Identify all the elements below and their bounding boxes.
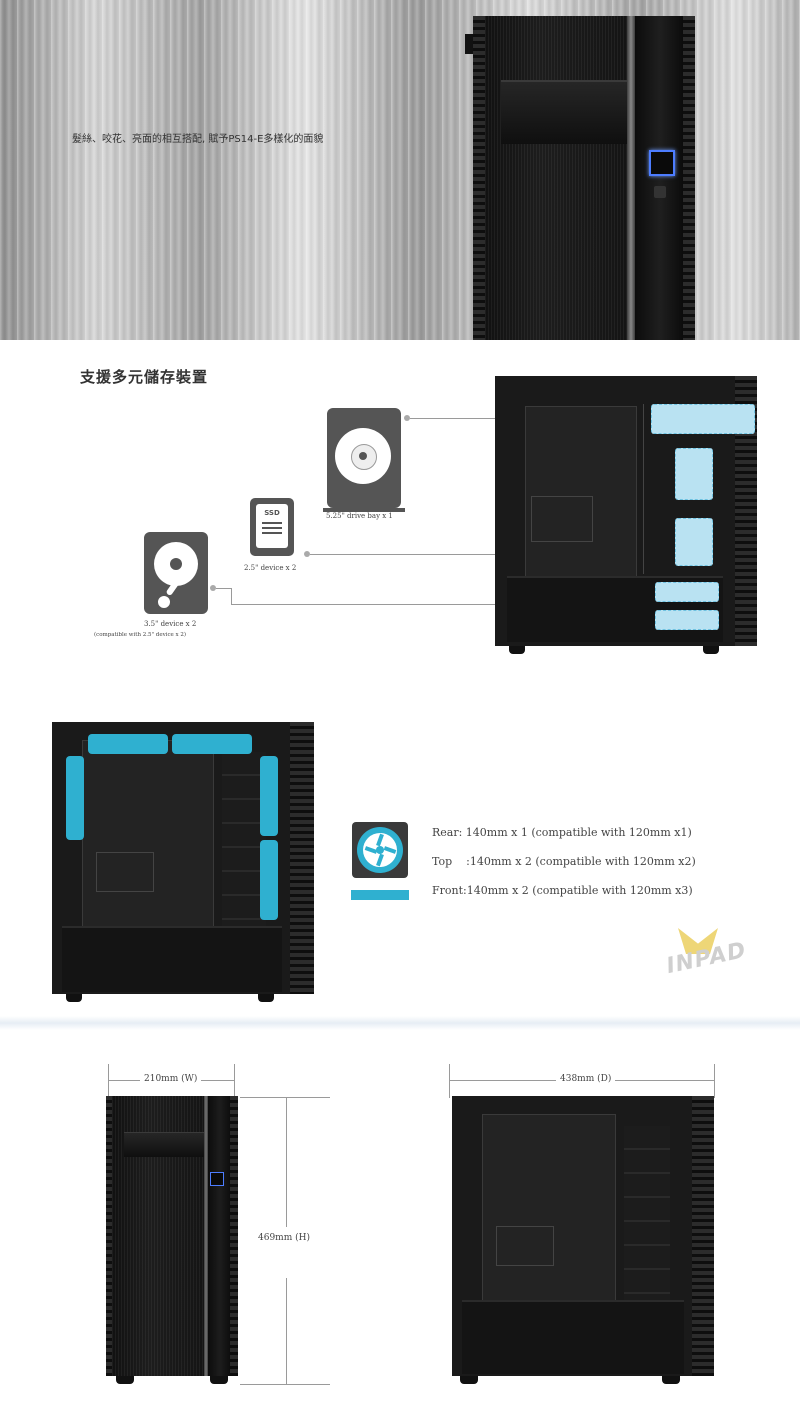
fan-front-spec: Front:140mm x 2 (compatible with 120mm x… [432,884,693,897]
hero-tagline: 髮絲、咬花、亮面的相互搭配, 賦予PS14-E多樣化的面貌 [72,134,324,145]
width-dim-line [108,1064,109,1098]
case-interior-storage [495,376,757,656]
ssd-slot-highlight [675,448,713,500]
case-interior-fans [52,722,314,1004]
connector-dot [404,415,410,421]
storage-heading: 支援多元儲存裝置 [80,368,209,386]
connector-dot [304,551,310,557]
ssd-icon: SSD [250,498,294,556]
hdd-slot-highlight [655,582,719,602]
depth-label: 438mm (D) [556,1074,616,1084]
fan-slot-swatch [351,890,409,900]
rear-fan-slot [66,756,84,840]
inpad-logo: INPAD [664,928,756,1000]
connector-line [216,588,231,589]
power-button-icon [649,150,675,176]
case-front-view [104,1096,238,1386]
connector-dot [210,585,216,591]
bay525-highlight [651,404,755,434]
case-front-closeup [465,16,695,340]
height-dim-line [240,1097,330,1098]
power-button-icon [210,1172,224,1186]
hero-banner: 髮絲、咬花、亮面的相互搭配, 賦予PS14-E多樣化的面貌 [0,0,800,340]
height-label: 469mm (H) [258,1233,310,1243]
fan-top-spec: Top :140mm x 2 (compatible with 120mm x2… [432,855,696,868]
hdd-slot-highlight [655,610,719,630]
front-fan-slot [260,756,278,836]
optical-drive-icon [323,408,405,512]
depth-dim-line [714,1064,715,1098]
connector-line [231,588,232,604]
top-fan-slot [88,734,168,754]
depth-dim-line [449,1064,450,1098]
section-divider [0,1016,800,1030]
dev35-label: 3.5" device x 2 [144,620,197,628]
fan-icon [352,822,408,878]
width-label: 210mm (W) [140,1074,202,1084]
connector-line [231,604,631,605]
height-dim-line [240,1384,330,1385]
fan-rear-spec: Rear: 140mm x 1 (compatible with 120mm x… [432,826,692,839]
width-dim-line [234,1064,235,1098]
ssd-slot-highlight [675,518,713,566]
front-fan-slot [260,840,278,920]
height-dim-line [286,1097,287,1227]
case-side-view [452,1096,714,1386]
dev25-label: 2.5" device x 2 [244,564,297,572]
ssd-icon-text: SSD [264,509,280,517]
bay525-label: 5.25" drive bay x 1 [326,512,393,520]
hdd-icon [144,532,208,614]
reset-button-icon [654,186,666,198]
connector-line [310,554,665,555]
top-fan-slot [172,734,252,754]
height-dim-line [286,1278,287,1384]
dev35-compat: (compatible with 2.5" device x 2) [94,632,187,638]
